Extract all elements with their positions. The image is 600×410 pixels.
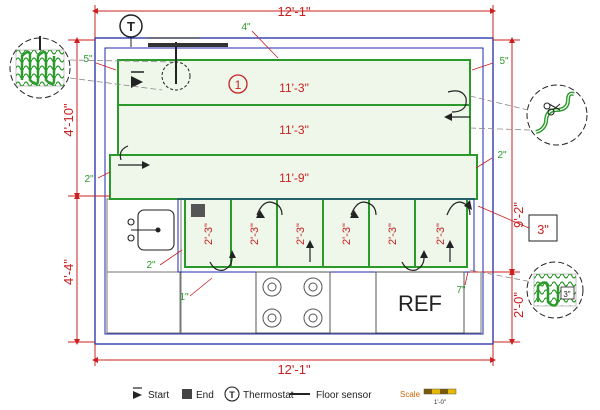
- gap-bottom-left: 1": [179, 292, 189, 303]
- dimension-right-lower: 2'-0": [511, 292, 526, 318]
- cut-callout-leader-lower: [469, 127, 531, 131]
- sink-icon: [127, 209, 175, 251]
- thermostat-symbol: T: [127, 19, 135, 34]
- legend-end: End: [196, 390, 214, 401]
- mat-row-1-label: 11'-3": [279, 81, 309, 95]
- cut-callout: [526, 84, 588, 146]
- dimension-left-upper: 4'-10": [61, 103, 76, 137]
- counter-zone: [106, 198, 182, 334]
- gap-leaders: [95, 30, 494, 297]
- gap-left-mid: 2": [84, 174, 94, 185]
- mat-column-4-label: 2'-3": [341, 223, 353, 245]
- gap-left-low: 2": [146, 260, 156, 271]
- mat-row-2-label: 11'-3": [279, 123, 309, 137]
- gap-right-top: 5": [499, 56, 509, 67]
- legend-start: Start: [148, 390, 169, 401]
- mat-column-6-label: 2'-3": [435, 223, 447, 245]
- room-outer-outline: [94, 37, 494, 345]
- legend-thermostat: Thermostat: [243, 390, 294, 401]
- legend-thermostat-icon: [224, 386, 240, 402]
- end-marker-icon: [191, 204, 205, 217]
- zone-number-circle: [228, 74, 248, 94]
- legend-end-icon: [182, 389, 192, 399]
- cut-size-box: [528, 214, 558, 242]
- dimension-bottom-width: 12'-1": [277, 362, 311, 377]
- mat-row-3: [109, 154, 478, 200]
- scale-bar-icon: [423, 388, 457, 395]
- mat-flow-arrows: [118, 90, 472, 271]
- gap-top: 4": [241, 22, 251, 33]
- zone-number: 1: [235, 78, 242, 92]
- dimension-lines: [68, 5, 520, 366]
- dimension-top-width: 12'-1": [277, 4, 311, 19]
- start-marker-icon: [131, 71, 144, 88]
- detail-callout-leader: [469, 269, 533, 283]
- mat-column-1-label: 2'-3": [203, 223, 215, 245]
- legend-floor-sensor: Floor sensor: [316, 390, 372, 401]
- legend-start-icon: [133, 387, 142, 399]
- cooktop-icon: [255, 271, 331, 334]
- detail-callout-bottom-right: [526, 261, 584, 319]
- legend-scale-value: 1'-0": [434, 400, 446, 406]
- cut-size-label: 3": [537, 222, 549, 237]
- mat-column-5-label: 2'-3": [387, 223, 399, 245]
- legend: Start End T Thermostat Floor sensor Scal…: [133, 386, 457, 406]
- mat-column-3-label: 2'-3": [295, 223, 307, 245]
- thermostat-box: [148, 43, 228, 47]
- callout-left-leader-lower: [69, 77, 163, 91]
- detail-size-label: 3": [563, 290, 570, 299]
- scissors-icon: [543, 102, 561, 116]
- refrigerator-label: REF: [398, 291, 442, 316]
- mat-row-3-label: 11'-9": [279, 171, 309, 185]
- legend-scale: Scale: [400, 390, 421, 399]
- dimension-right-upper: 9'-2": [511, 202, 526, 228]
- refrigerator: [375, 271, 465, 334]
- detail-callout-left: [9, 36, 71, 99]
- gap-right-mid: 2": [497, 150, 507, 161]
- gap-bottom-right: 7": [456, 285, 466, 296]
- mat-column-2-label: 2'-3": [249, 223, 261, 245]
- dimension-left-lower: 4'-4": [61, 259, 76, 285]
- gap-left-top: 5": [83, 54, 93, 65]
- room-inner-outline: [104, 47, 484, 335]
- cut-callout-leader: [469, 95, 529, 111]
- legend-thermostat-symbol: T: [229, 390, 235, 400]
- cut-size-leader: [477, 205, 530, 229]
